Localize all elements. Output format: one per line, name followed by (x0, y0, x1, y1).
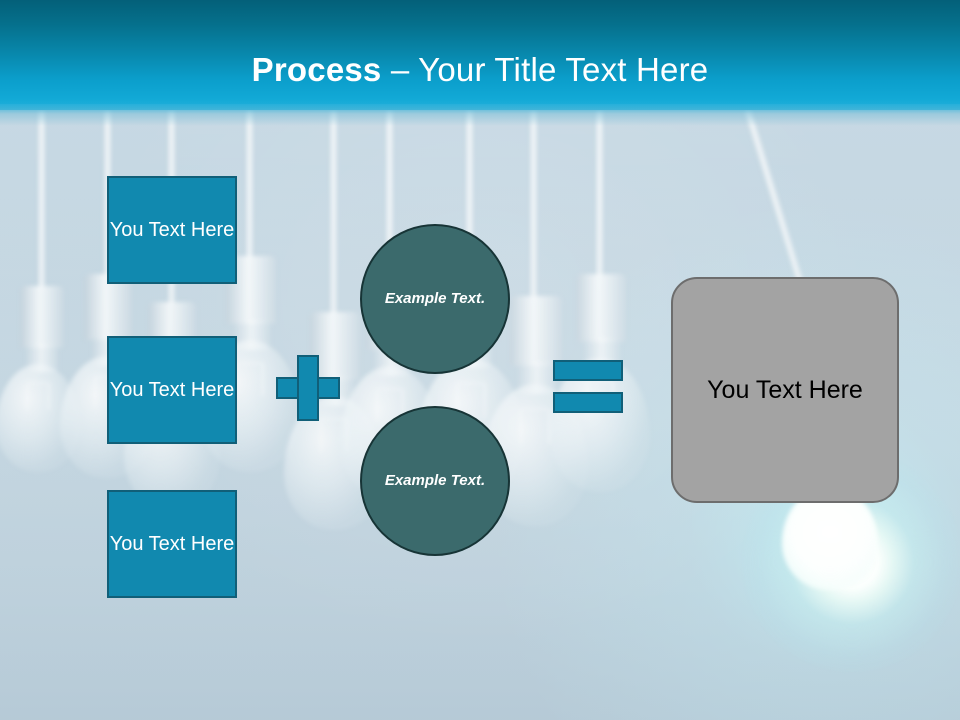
input-box-1[interactable]: You Text Here (107, 176, 237, 284)
page-title: Process – Your Title Text Here (0, 50, 960, 90)
title-emphasis: Process (251, 51, 382, 88)
example-circle-1[interactable]: Example Text. (360, 224, 510, 374)
lit-bulb-core (782, 486, 878, 590)
input-box-2[interactable]: You Text Here (107, 336, 237, 444)
result-box[interactable]: You Text Here (671, 277, 899, 503)
title-remainder: – Your Title Text Here (381, 51, 709, 88)
title-banner (0, 0, 960, 110)
equals-bottom-bar (553, 392, 623, 413)
title-banner-fade (0, 104, 960, 126)
plus-icon (276, 355, 340, 421)
plus-center-patch (299, 379, 317, 397)
equals-top-bar (553, 360, 623, 381)
equals-icon (553, 360, 623, 413)
example-circle-2[interactable]: Example Text. (360, 406, 510, 556)
input-box-3[interactable]: You Text Here (107, 490, 237, 598)
